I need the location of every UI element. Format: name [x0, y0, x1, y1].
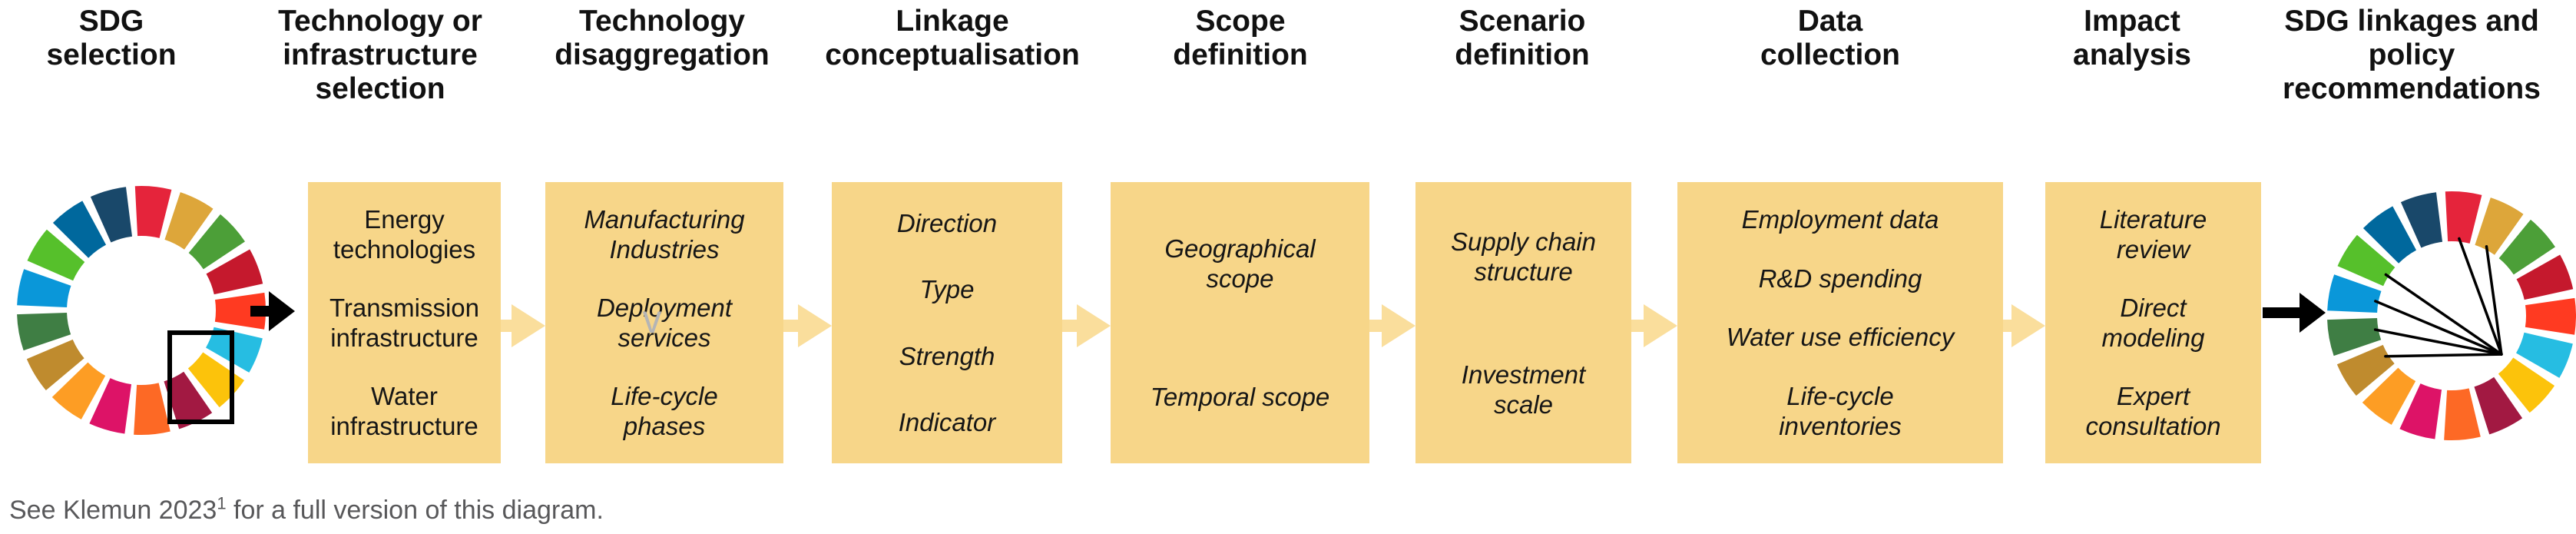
caption-text: See Klemun 2023 — [9, 496, 217, 525]
sdg-linkage-line-goal-14 — [2374, 300, 2503, 356]
caption: See Klemun 20231 for a full version of t… — [9, 495, 604, 526]
sdg-goal-segment-4 — [206, 249, 263, 295]
arrow-yellow-2-icon — [783, 304, 832, 347]
sdg-goal-segment-3 — [2498, 219, 2555, 275]
sdg-goal-segment-4 — [2516, 254, 2574, 300]
sdg-goal-segment-9 — [134, 383, 171, 435]
sdg-goal-segment-3 — [188, 214, 245, 270]
sdg-goal-segment-15 — [27, 229, 85, 281]
box-item: Temporal scope — [1150, 382, 1330, 411]
sdg-linkage-line-goal-15 — [2384, 273, 2503, 356]
sdg-linkage-line-goal-2 — [2485, 245, 2503, 356]
box-item: Investment scale — [1461, 360, 1586, 419]
sdg-selection-outline — [167, 330, 234, 424]
box-item: Energy technologies — [333, 204, 476, 264]
sdg-linkage-line-goal-1 — [2458, 237, 2503, 356]
sdg-goal-segment-14 — [17, 269, 71, 307]
box-item: R&D spending — [1758, 264, 1922, 293]
sdg-goal-segment-13 — [2327, 318, 2382, 357]
sdg-goal-segment-14 — [2327, 274, 2382, 313]
step-header-sdg-linkages: SDG linkages and policy recommendations — [2283, 5, 2541, 105]
box-item: Expert consultation — [2085, 382, 2221, 441]
box-item: Water infrastructure — [330, 382, 478, 441]
step-header-scope-definition: Scope definition — [1173, 5, 1308, 71]
arrow-black-end-icon — [2263, 293, 2326, 333]
box-item: Employment data — [1741, 204, 1939, 234]
sdg-goal-segment-16 — [52, 201, 107, 258]
sdg-goal-segment-7 — [2498, 357, 2555, 413]
sdg-goal-segment-17 — [90, 187, 133, 243]
box-item: Type — [919, 275, 975, 304]
sdg-goal-segment-16 — [2362, 206, 2417, 264]
sdg-linkage-line-goal-12 — [2384, 353, 2503, 358]
sdg-goal-segment-5 — [214, 292, 266, 330]
step-header-technology-disaggregation: Technology disaggregation — [555, 5, 770, 71]
box-item: Water use efficiency — [1726, 323, 1955, 352]
box-item: Literature review — [2099, 204, 2207, 264]
box-item: Deployment services — [596, 293, 733, 352]
sdg-goal-segment-5 — [2525, 297, 2576, 335]
box-item: Direct modeling — [2101, 293, 2205, 352]
arrow-yellow-1-icon — [501, 304, 545, 347]
box-item: Manufacturing Industries — [584, 204, 745, 264]
sdg-wheel-end — [2327, 191, 2576, 440]
sdg-goal-segment-13 — [17, 313, 71, 351]
step-header-impact-analysis: Impact analysis — [2073, 5, 2191, 71]
box-item: Geographical scope — [1164, 234, 1316, 294]
box-item: Direction — [896, 208, 998, 237]
sdg-goal-segment-8 — [164, 371, 213, 430]
sdg-goal-segment-11 — [51, 362, 106, 420]
sdg-goal-segment-8 — [2474, 376, 2523, 435]
sdg-goal-segment-10 — [89, 378, 132, 434]
arrow-black-start-icon — [250, 291, 295, 331]
sdg-wheel-start — [17, 186, 266, 435]
arrow-yellow-5-icon — [1631, 304, 1677, 347]
sdg-goal-segment-12 — [2336, 344, 2395, 396]
step-header-technology-selection: Technology or infrastructure selection — [278, 5, 482, 105]
sdg-goal-segment-9 — [2444, 388, 2481, 440]
step-header-linkage-conceptualisation: Linkage conceptualisation — [825, 5, 1080, 71]
sdg-goal-segment-2 — [2475, 197, 2524, 255]
box-item: Supply chain structure — [1451, 227, 1596, 286]
box-item: Life-cycle phases — [611, 382, 718, 441]
sdg-goal-segment-12 — [26, 339, 84, 391]
caption-superscript: 1 — [217, 493, 227, 513]
sdg-goal-segment-2 — [164, 192, 214, 250]
box-item: Life-cycle inventories — [1779, 382, 1902, 441]
sdg-goal-segment-15 — [2337, 234, 2396, 287]
box-item: Indicator — [898, 408, 996, 437]
stray-v-mark: v — [642, 297, 662, 342]
sdg-goal-segment-1 — [2445, 191, 2482, 244]
sdg-goal-segment-10 — [2399, 383, 2442, 439]
arrow-yellow-6-icon — [2003, 304, 2045, 347]
step-header-data-collection: Data collection — [1760, 5, 1901, 71]
arrow-yellow-4-icon — [1369, 304, 1415, 347]
sdg-goal-segment-17 — [2400, 192, 2443, 248]
sdg-goal-segment-11 — [2362, 367, 2416, 425]
step-header-sdg-selection: SDG selection — [46, 5, 177, 71]
sdg-linkage-line-goal-13 — [2373, 328, 2503, 356]
sdg-goal-segment-6 — [2516, 332, 2573, 378]
step-header-scenario-definition: Scenario definition — [1455, 5, 1590, 71]
box-item: Transmission infrastructure — [329, 293, 479, 352]
sdg-goal-segment-1 — [134, 186, 172, 238]
caption-text-suffix: for a full version of this diagram. — [226, 496, 604, 525]
box-item: Strength — [899, 341, 995, 370]
arrow-yellow-3-icon — [1062, 304, 1111, 347]
